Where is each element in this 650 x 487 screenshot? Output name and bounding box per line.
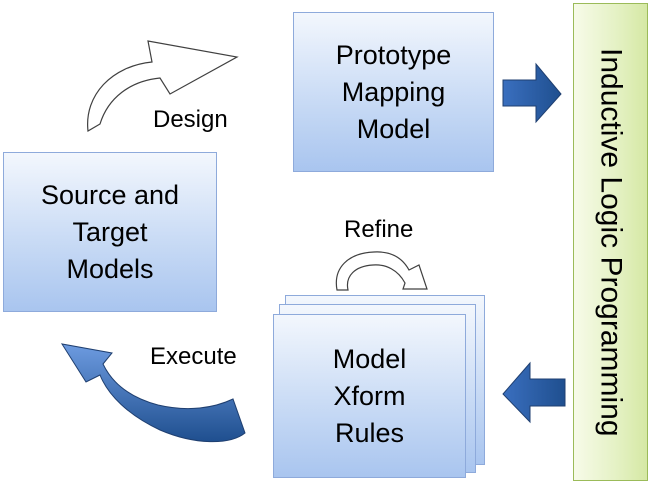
design-curved-arrow-icon [87, 40, 239, 132]
design-label: Design [153, 106, 228, 133]
inductive-logic-programming-label: Inductive Logic Programming [594, 47, 628, 437]
source-target-line-2: Target [72, 216, 148, 247]
model-xform-rules-box: Model Xform Rules [273, 314, 466, 478]
prototype-line-1: Prototype [335, 39, 452, 70]
inductive-logic-programming-bar: Inductive Logic Programming [573, 3, 648, 481]
source-target-models-box: Source and Target Models [3, 152, 217, 312]
prototype-line-3: Model [356, 113, 431, 144]
refine-curved-arrow-icon [335, 251, 428, 291]
xform-line-2: Xform [333, 380, 406, 411]
left-arrow-icon [502, 361, 566, 424]
xform-line-1: Model [332, 343, 407, 374]
source-target-line-1: Source and [40, 179, 180, 210]
refine-label: Refine [344, 216, 414, 243]
right-arrow-icon [502, 62, 562, 124]
prototype-line-2: Mapping [341, 76, 446, 107]
xform-line-3: Rules [334, 417, 404, 448]
execute-label: Execute [150, 343, 237, 370]
source-target-line-3: Models [66, 253, 154, 284]
execute-curved-arrow-icon [60, 343, 246, 443]
prototype-mapping-model-box: Prototype Mapping Model [293, 12, 494, 172]
